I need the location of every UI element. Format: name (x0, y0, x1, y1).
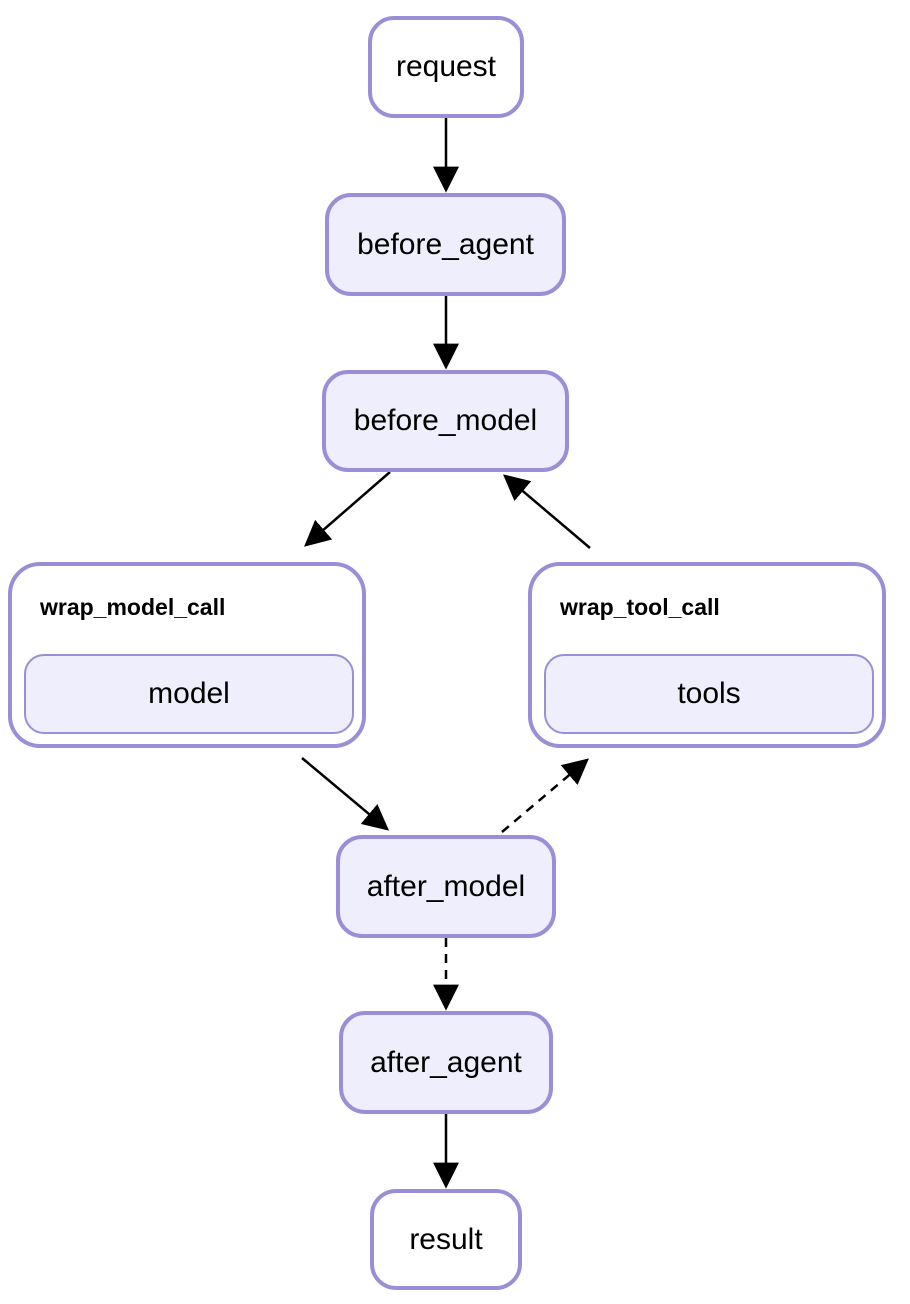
tools-label: tools (677, 677, 741, 710)
request-node: request (368, 16, 524, 118)
wrap-tool-call-group: wrap_tool_call tools (528, 562, 886, 748)
request-label: request (395, 50, 497, 83)
model-label: model (148, 677, 230, 710)
result-label: result (409, 1222, 483, 1256)
wrap-model-call-group: wrap_model_call model (8, 562, 366, 748)
wrap-model-call-title: wrap_model_call (40, 594, 226, 620)
before-model-label: before_model (353, 404, 538, 437)
model-node: model (24, 654, 354, 734)
edge-wrap-model-call-to-after-model (301, 757, 389, 831)
after-model-label: after_model (366, 869, 526, 903)
edge-after-model-to-wrap-tool-call (501, 758, 589, 833)
tools-node: tools (544, 654, 874, 734)
result-node: result (370, 1189, 522, 1290)
edge-before-model-to-wrap-model-call (304, 471, 391, 547)
wrap-tool-call-title: wrap_tool_call (560, 594, 720, 620)
after-agent-node: after_agent (339, 1011, 553, 1114)
before-model-node: before_model (322, 370, 569, 472)
edge-wrap-tool-call-to-before-model (503, 474, 591, 549)
after-agent-label: after_agent (370, 1045, 522, 1079)
before-agent-label: before_agent (357, 227, 534, 261)
after-model-node: after_model (336, 835, 556, 938)
before-agent-node: before_agent (325, 193, 566, 296)
